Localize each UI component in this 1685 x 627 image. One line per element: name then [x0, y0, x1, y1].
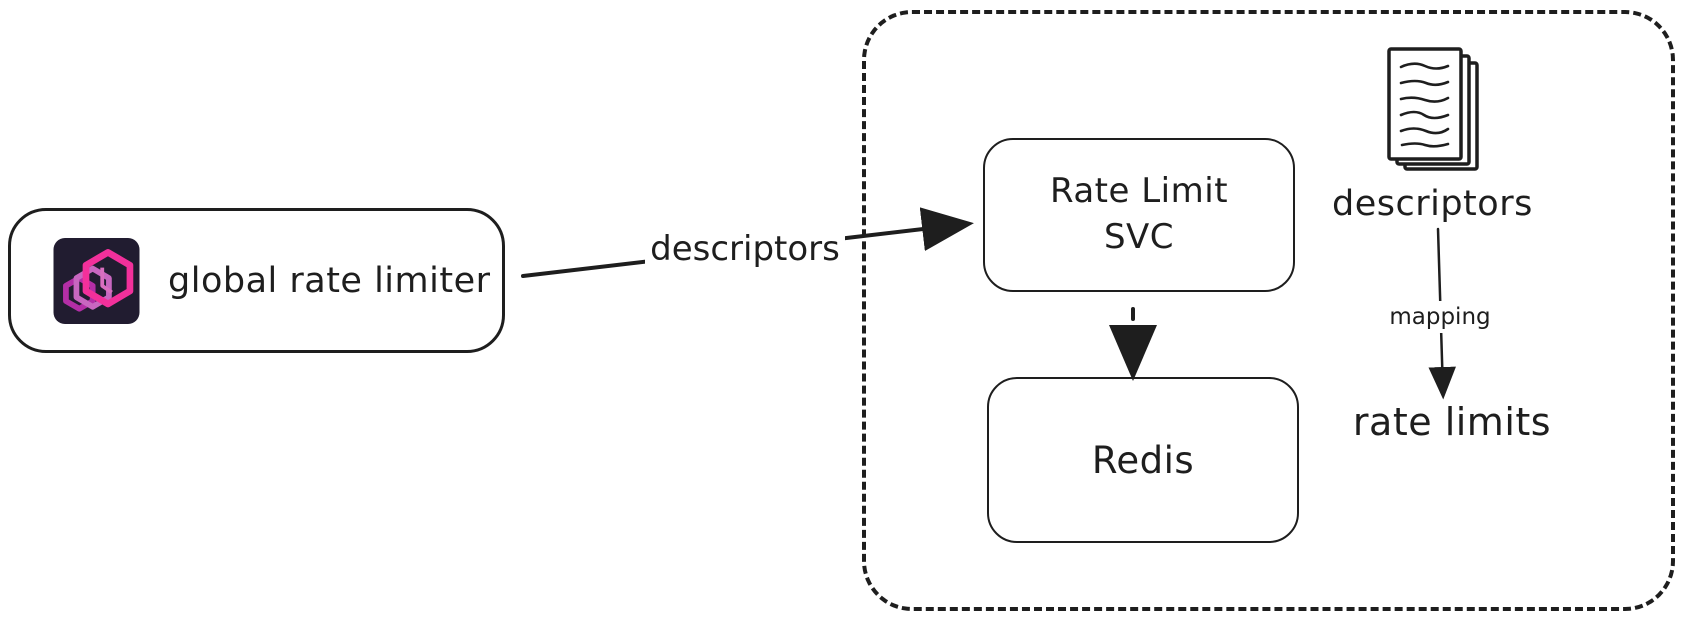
node-global-rate-limiter: global rate limiter [8, 208, 505, 353]
documents-icon [1387, 47, 1479, 171]
arrow-descriptors-label: descriptors [645, 226, 845, 272]
rate-limit-service-boundary [862, 10, 1675, 611]
arrow-mapping-label: mapping [1387, 301, 1493, 333]
node-redis-label: Redis [1091, 438, 1195, 482]
label-descriptors: descriptors [1332, 184, 1533, 224]
node-rate-limit-svc-label-line1: Rate Limit [1049, 171, 1229, 212]
label-rate-limits: rate limits [1352, 400, 1552, 444]
node-global-rate-limiter-label: global rate limiter [168, 260, 491, 301]
node-redis: Redis [987, 377, 1299, 543]
node-rate-limit-svc: Rate Limit SVC [983, 138, 1295, 292]
arrow-svc-to-redis [1109, 307, 1157, 381]
node-rate-limit-svc-label-line2: SVC [1103, 217, 1175, 257]
envoy-logo-icon [53, 237, 140, 324]
